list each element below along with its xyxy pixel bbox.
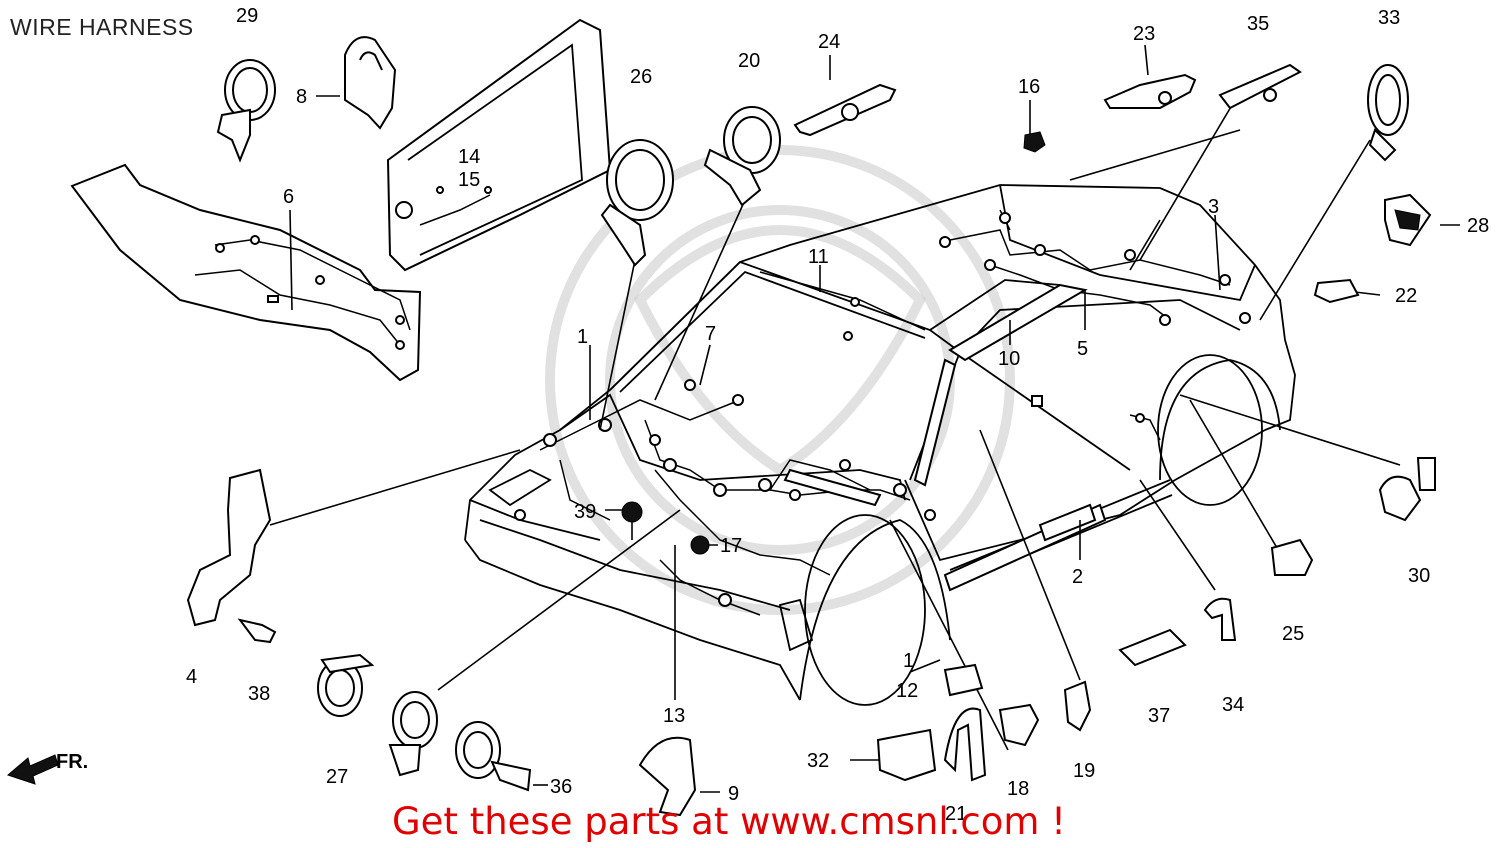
part-12-connector xyxy=(943,663,984,697)
part-3-5-rear-harness xyxy=(759,209,1251,487)
part-29-clamp xyxy=(216,59,276,163)
part-22-clip xyxy=(1313,278,1360,304)
part-8-clip xyxy=(344,36,397,130)
callout-33: 33 xyxy=(1378,7,1400,29)
callout-9: 9 xyxy=(728,783,739,805)
callout-labels: 1 1 2 3 4 5 6 7 8 9 10 11 12 13 14 15 16… xyxy=(186,5,1489,825)
part-14-15-door-harness xyxy=(386,18,612,272)
part-33-clamp xyxy=(1367,64,1409,162)
part-21-clip xyxy=(943,707,987,782)
callout-35: 35 xyxy=(1247,13,1269,35)
part-27-clamp xyxy=(317,653,375,717)
part-37-pad xyxy=(1118,628,1187,667)
part-31-clamp xyxy=(388,691,438,777)
callout-24: 24 xyxy=(818,31,840,53)
part-18-clip xyxy=(998,703,1040,747)
part-6-dashboard-harness xyxy=(70,163,422,382)
part-39-bolt xyxy=(621,501,643,540)
part-4-bracket xyxy=(186,468,272,627)
part-19-clip xyxy=(1063,680,1092,732)
part-25-connector xyxy=(1270,538,1314,576)
callout-2: 2 xyxy=(1072,566,1083,588)
callout-34: 34 xyxy=(1222,694,1244,716)
callout-22: 22 xyxy=(1395,285,1417,307)
callout-8: 8 xyxy=(296,86,307,108)
callout-14: 14 xyxy=(458,146,480,168)
callout-39: 39 xyxy=(574,501,596,523)
part-23-clip xyxy=(1103,73,1197,109)
callout-38: 38 xyxy=(248,683,270,705)
part-24-clip xyxy=(793,83,897,137)
part-38-bolt xyxy=(237,618,277,644)
callout-21: 21 xyxy=(945,803,967,825)
part-1-main-harness xyxy=(514,379,936,616)
front-direction-label: FR. xyxy=(56,751,88,773)
callout-10: 10 xyxy=(998,348,1020,370)
callout-12: 12 xyxy=(896,680,918,702)
part-17-bolt xyxy=(690,535,710,555)
callout-19: 19 xyxy=(1073,760,1095,782)
callout-23: 23 xyxy=(1133,23,1155,45)
part-28-clip xyxy=(1384,193,1432,247)
callout-18: 18 xyxy=(1007,778,1029,800)
callout-4: 4 xyxy=(186,666,197,688)
front-direction-arrow: FR. xyxy=(7,751,88,785)
callout-37: 37 xyxy=(1148,705,1170,727)
part-26-band xyxy=(600,139,674,267)
callout-36: 36 xyxy=(550,776,572,798)
part-34-clip xyxy=(1203,597,1237,641)
part-20-band xyxy=(703,106,781,207)
part-30-clip xyxy=(1378,457,1436,522)
callout-15: 15 xyxy=(458,169,480,191)
callout-5: 5 xyxy=(1077,338,1088,360)
callout-29: 29 xyxy=(236,5,258,27)
part-2-sill-garnish xyxy=(943,503,1107,592)
part-9-clip xyxy=(638,736,697,817)
part-35-clip xyxy=(1218,63,1302,110)
part-36-clamp xyxy=(455,721,532,792)
callout-13: 13 xyxy=(663,705,685,727)
callout-16: 16 xyxy=(1018,76,1040,98)
part-16-bolt xyxy=(1023,131,1046,153)
callout-28: 28 xyxy=(1467,215,1489,237)
callout-27: 27 xyxy=(326,766,348,788)
callout-26: 26 xyxy=(630,66,652,88)
callout-3: 3 xyxy=(1208,196,1219,218)
callout-6: 6 xyxy=(283,186,294,208)
leader-lines xyxy=(269,44,1460,793)
callout-30: 30 xyxy=(1408,565,1430,587)
callout-1: 1 xyxy=(577,326,588,348)
callout-11: 11 xyxy=(808,246,829,268)
callout-7: 7 xyxy=(705,323,716,345)
callout-17: 17 xyxy=(720,535,742,557)
callout-25: 25 xyxy=(1282,623,1304,645)
part-32-connector xyxy=(876,728,937,782)
callout-32: 32 xyxy=(807,750,829,772)
promo-link-text[interactable]: Get these parts at www.cmsnl.com ! xyxy=(392,800,1067,843)
diagram-title: WIRE HARNESS xyxy=(10,14,194,40)
callout-20: 20 xyxy=(738,50,760,72)
callout-1: 1 xyxy=(903,650,914,672)
